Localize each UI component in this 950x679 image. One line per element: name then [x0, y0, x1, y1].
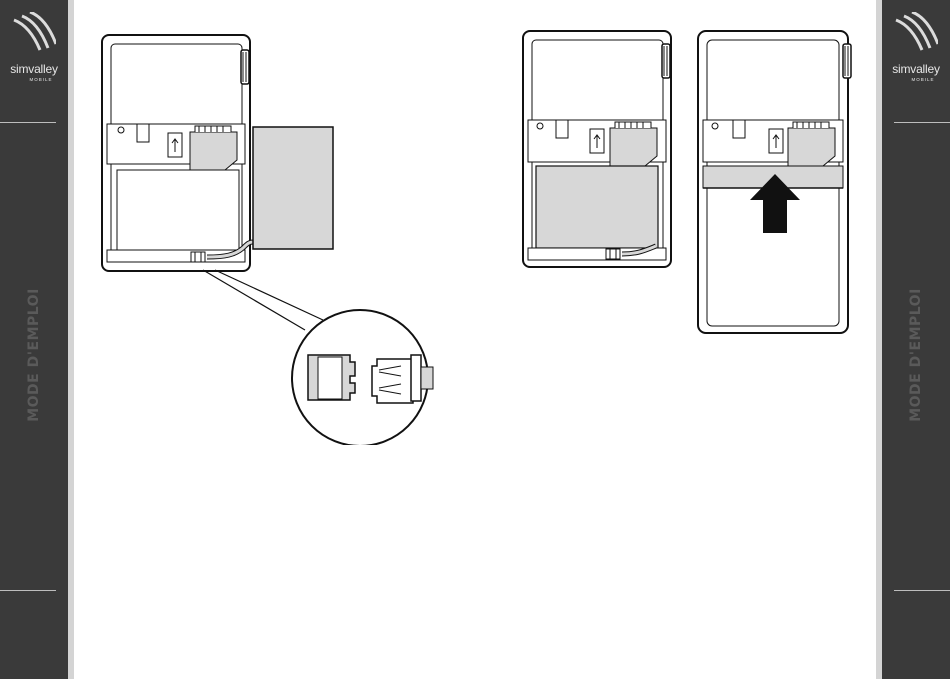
sidebar-rule — [894, 590, 950, 591]
right-sidebar: simvalley MOBILE MODE D'EMPLOI — [882, 0, 950, 679]
sidebar-rule — [894, 122, 950, 123]
phone-battery-connector-icon — [95, 30, 435, 445]
left-page-edge — [68, 0, 74, 679]
sidebar-title: MODE D'EMPLOI — [908, 288, 924, 422]
brand-subtitle: MOBILE — [0, 77, 68, 82]
sidebar-rule — [0, 122, 56, 123]
brand-name: simvalley — [0, 62, 68, 76]
brand-subtitle: MOBILE — [882, 77, 950, 82]
sidebar-rule — [0, 590, 56, 591]
simvalley-logo: simvalley MOBILE — [0, 12, 68, 82]
brand-name: simvalley — [882, 62, 950, 76]
left-sidebar: simvalley MOBILE MODE D'EMPLOI — [0, 0, 68, 679]
simvalley-logo: simvalley MOBILE — [882, 12, 950, 82]
phone-battery-inserted-icon — [520, 28, 675, 273]
logo-swoosh-icon — [12, 12, 56, 52]
logo-swoosh-icon — [894, 12, 938, 52]
phone-back-cover-icon — [695, 28, 855, 338]
sidebar-title: MODE D'EMPLOI — [26, 288, 42, 422]
